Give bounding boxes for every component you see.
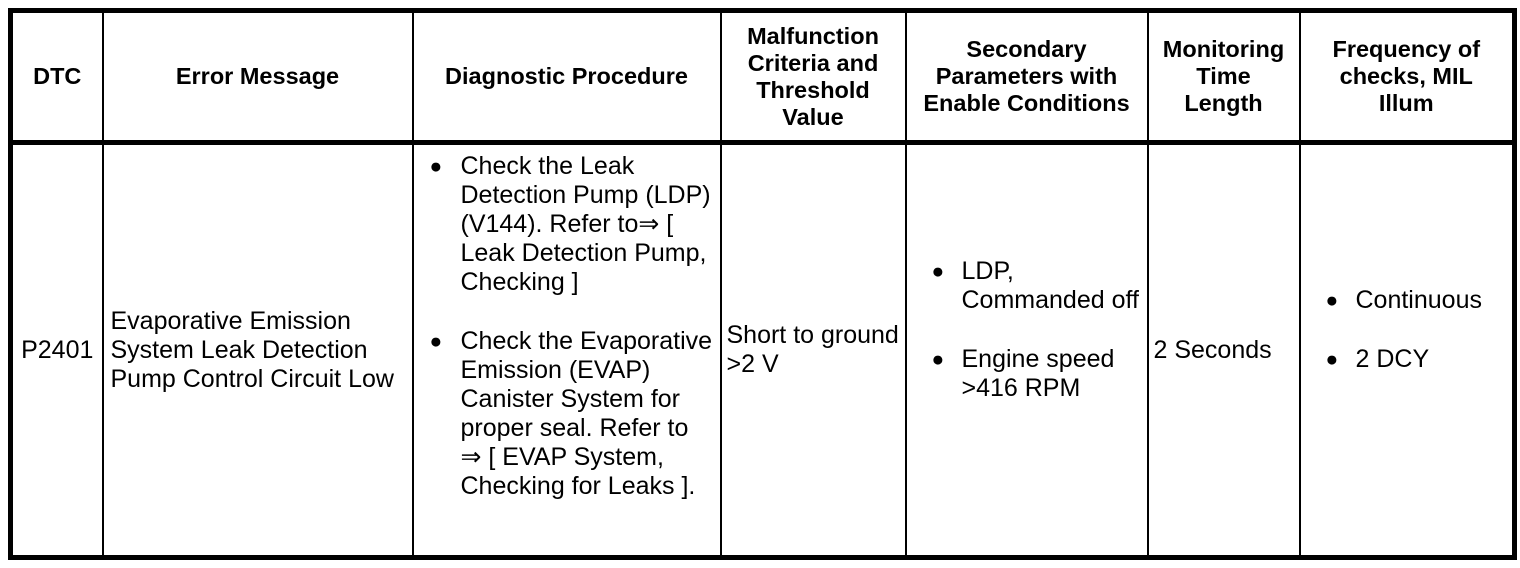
secondary-parameter: Engine speed >416 RPM <box>961 345 1115 402</box>
list-item: ● Check the Leak Detection Pump (LDP) (V… <box>430 152 714 297</box>
header-monitoring-time: Monitoring Time Length <box>1146 9 1301 145</box>
list-item: ● Check the Evaporative Emission (EVAP) … <box>430 327 714 501</box>
frequency-value: 2 DCY <box>1355 345 1430 373</box>
list-item: ● Engine speed >416 RPM <box>931 345 1146 403</box>
secondary-parameters-list: ● LDP, Commanded off ● Engine speed >416… <box>931 257 1146 403</box>
secondary-parameter: LDP, Commanded off <box>961 257 1139 314</box>
diagnostic-step: Check the Evaporative Emission (EVAP) Ca… <box>460 327 713 500</box>
diagnostic-step: Check the Leak Detection Pump (LDP) (V14… <box>460 152 711 296</box>
table-header: DTC Error Message Diagnostic Procedure M… <box>9 9 1516 145</box>
cell-secondary-parameters: ● LDP, Commanded off ● Engine speed >416… <box>904 141 1149 559</box>
bullet-icon: ● <box>1325 289 1339 312</box>
frequency-value: Continuous <box>1355 286 1482 314</box>
diagnostic-procedure-list: ● Check the Leak Detection Pump (LDP) (V… <box>430 152 714 501</box>
bullet-icon: ● <box>931 348 945 371</box>
bullet-icon: ● <box>429 155 443 178</box>
table-body: P2401 Evaporative Emission System Leak D… <box>9 141 1516 559</box>
cell-diagnostic-procedure: ● Check the Leak Detection Pump (LDP) (V… <box>411 141 722 559</box>
list-item: ● 2 DCY <box>1326 345 1511 374</box>
cell-error-message: Evaporative Emission System Leak Detecti… <box>101 141 414 559</box>
cell-monitoring-time: 2 Seconds <box>1146 141 1301 559</box>
bullet-icon: ● <box>429 330 443 353</box>
bullet-icon: ● <box>1325 348 1339 371</box>
list-item: ● LDP, Commanded off <box>931 257 1146 315</box>
header-secondary-parameters: Secondary Parameters with Enable Conditi… <box>904 9 1149 145</box>
frequency-checks-list: ● Continuous ● 2 DCY <box>1326 286 1511 374</box>
table-row: P2401 Evaporative Emission System Leak D… <box>9 141 1516 559</box>
list-item: ● Continuous <box>1326 286 1511 315</box>
cell-frequency-checks: ● Continuous ● 2 DCY <box>1298 141 1516 559</box>
bullet-icon: ● <box>931 260 945 283</box>
cell-malfunction-criteria: Short to ground >2 V <box>719 141 907 559</box>
header-row: DTC Error Message Diagnostic Procedure M… <box>9 9 1516 145</box>
dtc-table: DTC Error Message Diagnostic Procedure M… <box>8 8 1517 560</box>
header-diagnostic-procedure: Diagnostic Procedure <box>411 9 722 145</box>
header-error-message: Error Message <box>101 9 414 145</box>
header-frequency-checks: Frequency of checks, MIL Illum <box>1298 9 1516 145</box>
header-malfunction-criteria: Malfunction Criteria and Threshold Value <box>719 9 907 145</box>
cell-dtc-code: P2401 <box>9 141 104 559</box>
header-dtc: DTC <box>9 9 104 145</box>
